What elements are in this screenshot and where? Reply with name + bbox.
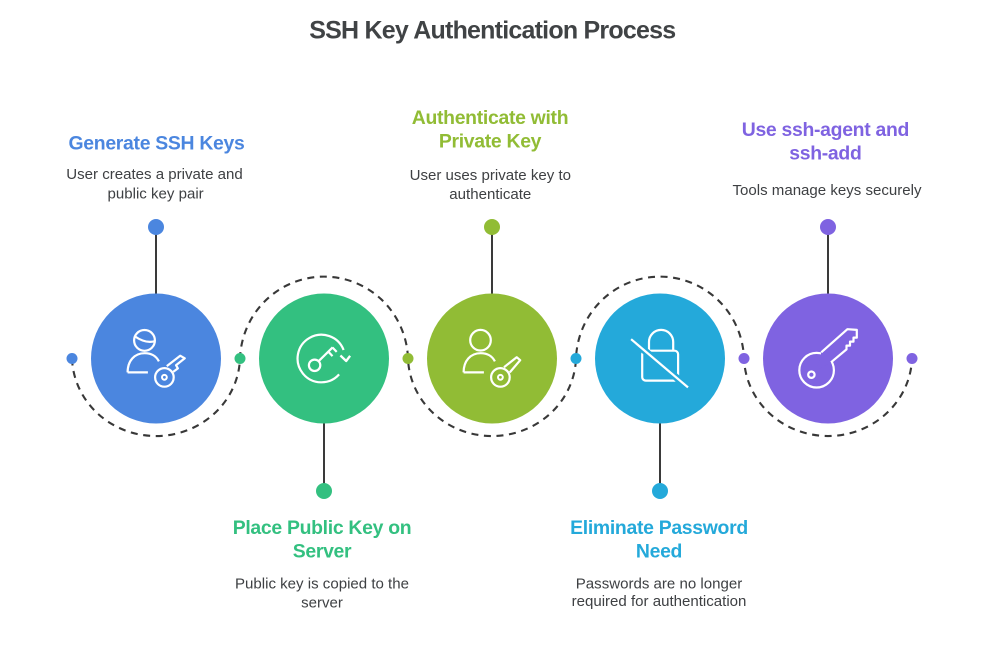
- svg-text:ssh-add: ssh-add: [789, 142, 861, 164]
- svg-text:Place Public Key on: Place Public Key on: [233, 517, 412, 539]
- svg-text:Passwords are no longer: Passwords are no longer: [576, 575, 742, 592]
- svg-text:required for authentication: required for authentication: [572, 593, 747, 610]
- svg-text:SSH Key Authentication Process: SSH Key Authentication Process: [309, 17, 675, 45]
- svg-text:Private Key: Private Key: [439, 131, 542, 153]
- svg-text:Generate SSH Keys: Generate SSH Keys: [69, 132, 245, 154]
- svg-text:User uses private key to: User uses private key to: [410, 167, 571, 184]
- svg-text:Authenticate with: Authenticate with: [412, 107, 569, 129]
- svg-text:authenticate: authenticate: [449, 186, 531, 203]
- svg-text:Eliminate Password: Eliminate Password: [570, 517, 748, 539]
- svg-text:Server: Server: [293, 540, 352, 562]
- svg-text:User creates a private and: User creates a private and: [66, 166, 242, 183]
- svg-text:server: server: [301, 595, 343, 612]
- svg-text:Public key is copied to the: Public key is copied to the: [235, 576, 409, 593]
- svg-text:public key pair: public key pair: [108, 186, 204, 203]
- svg-text:Tools manage keys securely: Tools manage keys securely: [732, 182, 921, 199]
- svg-text:Need: Need: [636, 540, 682, 562]
- svg-text:Use ssh-agent and: Use ssh-agent and: [742, 119, 909, 141]
